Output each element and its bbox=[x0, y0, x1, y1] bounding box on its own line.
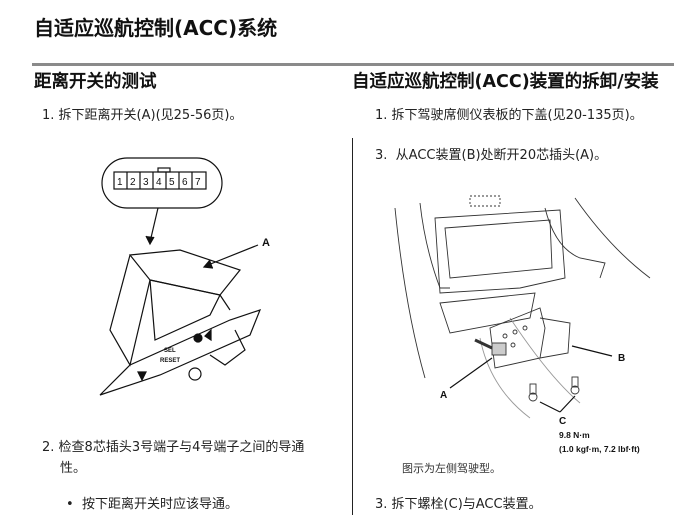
arrow-line bbox=[149, 207, 159, 243]
section-heading-switch-test: 距离开关的测试 bbox=[34, 72, 157, 92]
torque-nm: 9.8 N·m bbox=[559, 430, 590, 440]
step-2-continuation: 性。 bbox=[60, 461, 87, 476]
acc-unit-illustration: A B C 9.8 N·m (1.0 kgf·m, 7.2 lbf·ft) bbox=[394, 195, 651, 454]
bolt bbox=[529, 383, 537, 395]
pin-label: 5 bbox=[169, 177, 175, 188]
pin-label: 7 bbox=[195, 177, 201, 188]
step-number: 1. bbox=[42, 108, 55, 123]
pin-label: 2 bbox=[130, 177, 136, 188]
pin-label: 4 bbox=[156, 177, 162, 188]
step-text: 拆下螺栓(C)与ACC装置。 bbox=[391, 497, 542, 512]
page-title: 自适应巡航控制(ACC)系统 bbox=[34, 16, 278, 40]
distance-switch-illustration: 1 2 3 4 5 6 7 SEL RESET A bbox=[99, 157, 270, 396]
reset-label: RESET bbox=[160, 358, 180, 364]
bullet-text: 按下距离开关时应该导通。 bbox=[81, 497, 238, 512]
step-number: 2. bbox=[42, 440, 55, 455]
connector-callout bbox=[101, 157, 223, 209]
bolt bbox=[571, 376, 579, 388]
step-text: 拆下驾驶席侧仪表板的下盖(见20-135页)。 bbox=[391, 108, 643, 123]
connector-20pin bbox=[491, 342, 507, 356]
step-3-right: 3. 从ACC装置(B)处断开20芯插头(A)。 bbox=[375, 148, 607, 164]
label-a: A bbox=[440, 390, 447, 401]
label-a: A bbox=[262, 237, 270, 249]
torque-imperial: (1.0 kgf·m, 7.2 lbf·ft) bbox=[559, 444, 640, 454]
figure-caption: 图示为左侧驾驶型。 bbox=[402, 462, 501, 475]
step-text: 从ACC装置(B)处断开20芯插头(A)。 bbox=[395, 148, 608, 163]
step-1-right: 1. 拆下驾驶席侧仪表板的下盖(见20-135页)。 bbox=[375, 108, 643, 124]
column-divider bbox=[352, 138, 353, 515]
connector-pins: 1 2 3 4 5 6 7 bbox=[113, 167, 207, 190]
bullet-icon: • bbox=[66, 497, 82, 512]
section-heading-acc-removal: 自适应巡航控制(ACC)装置的拆卸/安装 bbox=[352, 72, 659, 92]
sel-label: SEL bbox=[164, 348, 176, 354]
divider bbox=[32, 63, 674, 66]
step-3b-right: 3. 拆下螺栓(C)与ACC装置。 bbox=[375, 497, 542, 513]
step-text: 拆下距离开关(A)(见25-56页)。 bbox=[58, 108, 243, 123]
label-c: C bbox=[559, 416, 566, 427]
dashboard-opening bbox=[434, 209, 566, 294]
pin-label: 1 bbox=[117, 177, 123, 188]
acc-bracket bbox=[489, 307, 546, 369]
pin-label: 6 bbox=[182, 177, 188, 188]
step-number: 1. bbox=[375, 108, 388, 123]
bullet-item: • 按下距离开关时应该导通。 bbox=[66, 497, 238, 513]
step-1-left: 1. 拆下距离开关(A)(见25-56页)。 bbox=[42, 108, 243, 124]
step-text: 检查8芯插头3号端子与4号端子之间的导通 bbox=[58, 440, 305, 455]
label-b: B bbox=[618, 353, 625, 364]
step-number: 3. bbox=[375, 497, 388, 512]
pin-label: 3 bbox=[143, 177, 149, 188]
switch-panel bbox=[99, 309, 262, 396]
step-number: 3. bbox=[375, 148, 388, 163]
step-2-left: 2. 检查8芯插头3号端子与4号端子之间的导通 bbox=[42, 440, 304, 456]
